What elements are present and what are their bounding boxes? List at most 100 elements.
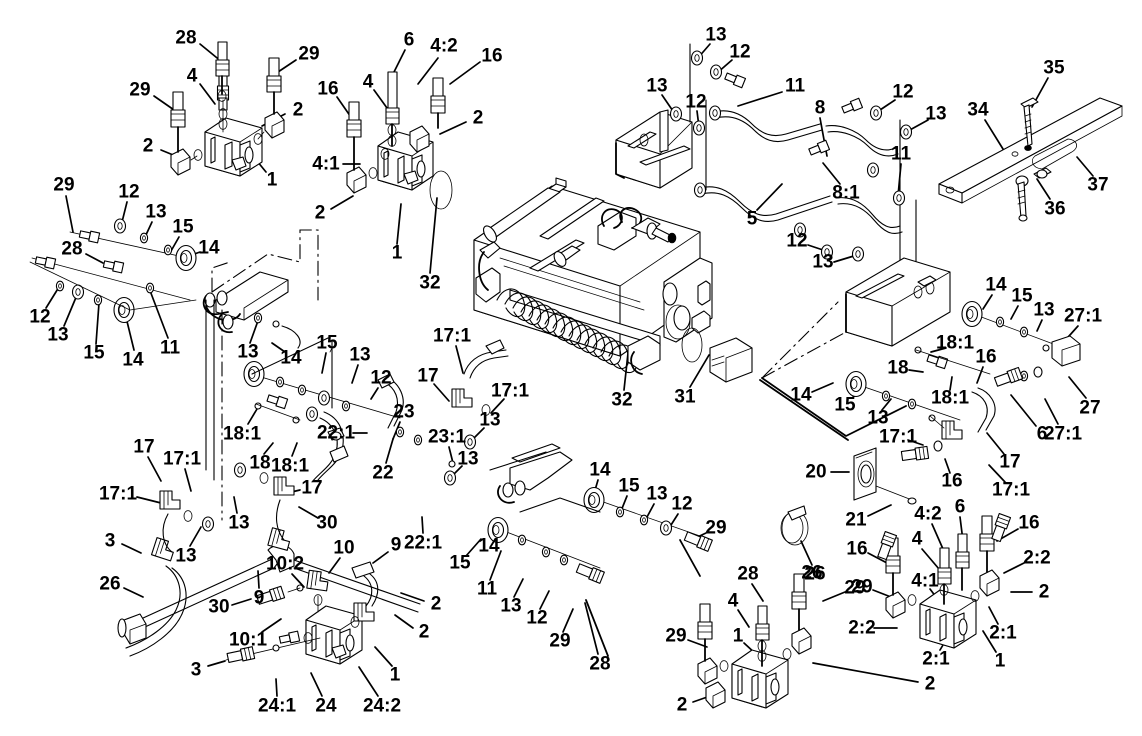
callout-16: 16 xyxy=(317,78,339,100)
brush-roller-assembly xyxy=(473,177,753,383)
right-frame-bracket xyxy=(759,257,1081,546)
callout-6: 6 xyxy=(403,29,415,51)
callout-13: 13 xyxy=(1033,299,1055,321)
callout-17-1: 17:1 xyxy=(991,479,1031,501)
callout-2: 2 xyxy=(142,135,154,157)
callout-8-1: 8:1 xyxy=(832,182,860,204)
callout-12: 12 xyxy=(671,493,693,515)
callout-13: 13 xyxy=(175,545,197,567)
callout-12: 12 xyxy=(118,181,140,203)
callout-1: 1 xyxy=(994,650,1006,672)
callout-4-1: 4:1 xyxy=(911,570,939,592)
callout-12: 12 xyxy=(786,230,808,252)
callout-26: 26 xyxy=(804,563,826,585)
callout-29: 29 xyxy=(549,630,571,652)
motor-assembly-top-center xyxy=(346,71,453,210)
callout-13: 13 xyxy=(867,407,889,429)
callout-1: 1 xyxy=(389,664,401,686)
callout-29: 29 xyxy=(665,625,687,647)
callout-29: 29 xyxy=(129,79,151,101)
callout-17: 17 xyxy=(301,477,323,499)
callout-1: 1 xyxy=(732,625,744,647)
callout-2: 2 xyxy=(314,202,326,224)
callout-13: 13 xyxy=(646,483,668,505)
callout-12: 12 xyxy=(892,81,914,103)
callout-8: 8 xyxy=(814,97,826,119)
callout-17: 17 xyxy=(417,365,439,387)
callout-29: 29 xyxy=(53,174,75,196)
callout-18-1: 18:1 xyxy=(270,455,310,477)
callout-18-1: 18:1 xyxy=(222,423,262,445)
callout-29: 29 xyxy=(705,517,727,539)
callout-32: 32 xyxy=(611,389,633,411)
callout-18-1: 18:1 xyxy=(930,387,970,409)
callout-24: 24 xyxy=(315,695,337,717)
callout-36: 36 xyxy=(1044,198,1066,220)
callout-5: 5 xyxy=(746,208,758,230)
callout-29: 29 xyxy=(298,43,320,65)
callout-12: 12 xyxy=(729,41,751,63)
callout-20: 20 xyxy=(805,461,827,483)
callout-30: 30 xyxy=(208,596,230,618)
callout-17-1: 17:1 xyxy=(878,426,918,448)
callout-4-2: 4:2 xyxy=(430,35,458,57)
callout-26: 26 xyxy=(801,562,823,584)
callout-18: 18 xyxy=(887,357,909,379)
motor-assembly-bottom-right-b xyxy=(697,573,812,709)
callout-12: 12 xyxy=(526,607,548,629)
callout-2: 2 xyxy=(292,99,304,121)
callout-14: 14 xyxy=(280,347,302,369)
callout-16: 16 xyxy=(846,538,868,560)
left-frame-bracket xyxy=(29,218,401,521)
callout-4: 4 xyxy=(911,528,923,550)
callout-18-1: 18:1 xyxy=(935,332,975,354)
callout-16: 16 xyxy=(481,45,503,67)
callout-2-1: 2:1 xyxy=(989,622,1017,644)
callout-13: 13 xyxy=(812,251,834,273)
callout-18: 18 xyxy=(249,452,271,474)
callout-17-1: 17:1 xyxy=(98,483,138,505)
callout-4: 4 xyxy=(186,65,198,87)
callout-34: 34 xyxy=(967,99,989,121)
callout-27: 27 xyxy=(1079,397,1101,419)
callout-6: 6 xyxy=(1036,423,1048,445)
callout-23: 23 xyxy=(393,401,415,423)
callout-6: 6 xyxy=(954,496,966,518)
callout-15: 15 xyxy=(618,475,640,497)
callout-31: 31 xyxy=(674,386,696,408)
callout-2: 2 xyxy=(472,107,484,129)
callout-14: 14 xyxy=(790,384,812,406)
callout-15: 15 xyxy=(1011,285,1033,307)
callout-4-1: 4:1 xyxy=(312,153,340,175)
callout-15: 15 xyxy=(834,394,856,416)
callout-37: 37 xyxy=(1087,174,1109,196)
callout-15: 15 xyxy=(83,342,105,364)
callout-10-2: 10:2 xyxy=(265,553,305,575)
motor-assembly-bottom-right-a xyxy=(885,515,1000,649)
callout-22-1: 22:1 xyxy=(316,422,356,444)
callout-29: 29 xyxy=(851,576,873,598)
callout-13: 13 xyxy=(705,24,727,46)
callout-2-2: 2:2 xyxy=(848,617,876,639)
callout-3: 3 xyxy=(104,530,116,552)
callout-1: 1 xyxy=(391,242,403,264)
motor-assembly-bottom-left xyxy=(225,561,379,665)
callout-28: 28 xyxy=(589,653,611,675)
callout-13: 13 xyxy=(145,201,167,223)
callout-23-1: 23:1 xyxy=(427,426,467,448)
callout-15: 15 xyxy=(172,216,194,238)
callout-28: 28 xyxy=(61,238,83,260)
motor-assembly-top-left xyxy=(170,41,285,177)
callout-30: 30 xyxy=(316,512,338,534)
bottom-center-fitting-trains xyxy=(487,443,713,657)
callout-16: 16 xyxy=(1018,512,1040,534)
callout-10: 10 xyxy=(333,537,355,559)
callout-27-1: 27:1 xyxy=(1043,423,1083,445)
callout-14: 14 xyxy=(589,459,611,481)
callout-12: 12 xyxy=(370,367,392,389)
callout-13: 13 xyxy=(228,512,250,534)
callout-16: 16 xyxy=(975,346,997,368)
callout-21: 21 xyxy=(845,509,867,531)
callout-4: 4 xyxy=(727,590,739,612)
